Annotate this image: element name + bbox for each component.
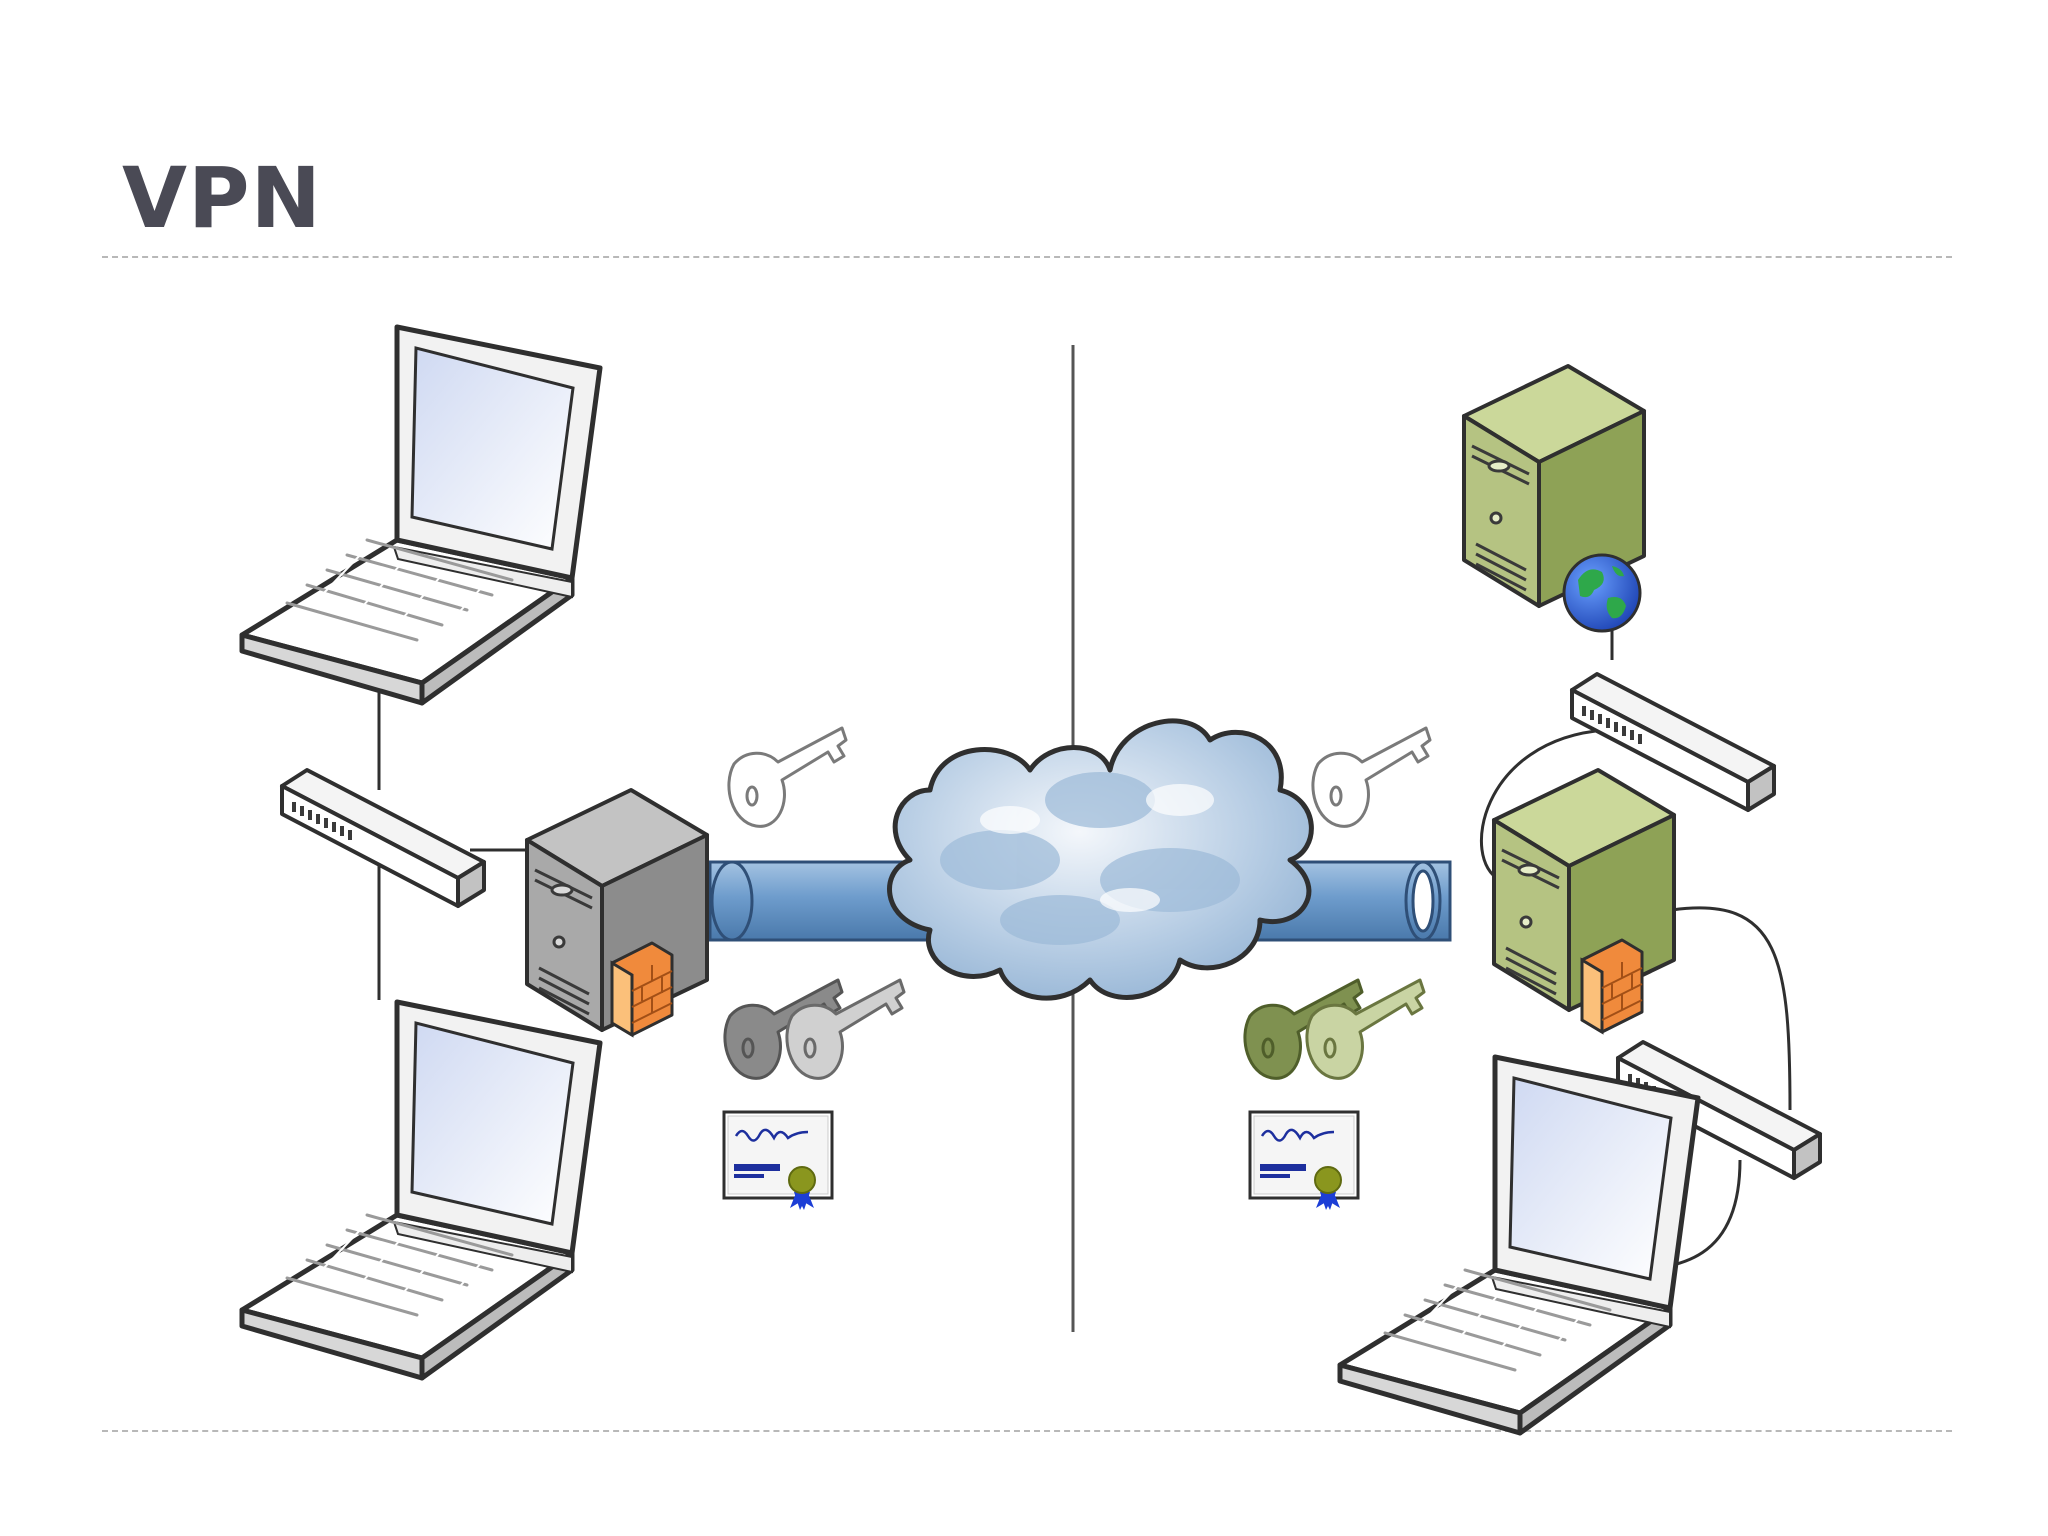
left-certificate-icon [722,1110,834,1212]
title-divider [102,256,1952,258]
left-key-pair-icon [723,978,906,1080]
left-laptop-bottom [242,1002,600,1378]
right-key-pair-icon [1243,978,1426,1080]
right-public-key-icon [1311,726,1432,828]
left-network-switch [280,768,486,908]
right-certificate-icon [1248,1110,1360,1212]
footer-divider [102,1430,1952,1432]
left-public-key-icon [727,726,848,828]
left-laptop-top [242,327,600,703]
globe-icon [1562,553,1642,633]
right-laptop [1340,1057,1698,1433]
slide-title: VPN [122,149,322,247]
internet-cloud [887,718,1314,1001]
